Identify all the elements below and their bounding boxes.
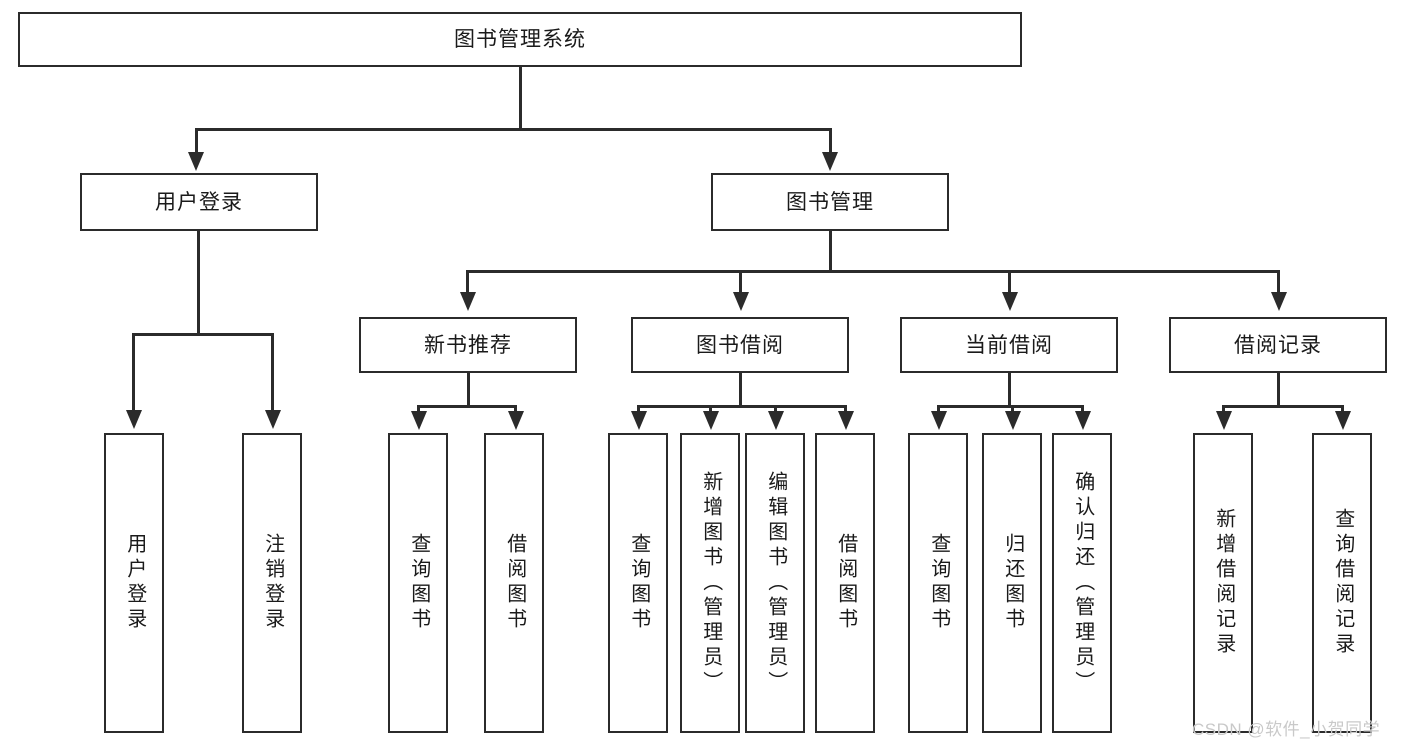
leaf-add-book[interactable]: 新增图书（管理员） — [680, 433, 740, 733]
connector-book-borrow-to-leaf2 — [709, 405, 712, 415]
connector-book-borrow-to-leaf3 — [774, 405, 777, 415]
arrow-book-manage-to-l3-2 — [733, 292, 749, 311]
leaf-add-book-label: 新增图书（管理员） — [699, 470, 722, 696]
leaf-query-record-label: 查询借阅记录 — [1331, 508, 1354, 658]
connector-borrow-record-bus — [1222, 405, 1344, 408]
connector-borrow-record-to-leaf2 — [1341, 405, 1344, 415]
connector-root-bus — [195, 128, 832, 131]
arrow-book-manage-to-l3-3 — [1002, 292, 1018, 311]
leaf-query-book-3[interactable]: 查询图书 — [908, 433, 968, 733]
node-user-login[interactable]: 用户登录 — [80, 173, 318, 231]
arrow-current-borrow-to-leaf2 — [1005, 411, 1021, 430]
arrow-current-borrow-to-leaf1 — [931, 411, 947, 430]
arrow-book-manage-to-l3-1 — [460, 292, 476, 311]
connector-book-borrow-stem — [739, 373, 742, 407]
connector-book-borrow-bus — [637, 405, 845, 408]
arrow-book-manage-to-l3-4 — [1271, 292, 1287, 311]
node-root-label: 图书管理系统 — [454, 28, 586, 51]
connector-book-manage-to-l3-4 — [1277, 270, 1280, 294]
leaf-query-book-1-label: 查询图书 — [407, 533, 430, 633]
connector-user-login-to-leaf2 — [271, 333, 274, 413]
leaf-confirm-return-label: 确认归还（管理员） — [1071, 470, 1094, 696]
connector-borrow-record-stem — [1277, 373, 1280, 407]
connector-user-login-stem — [197, 231, 200, 335]
arrow-root-to-user-login — [188, 152, 204, 171]
node-new-book-recommend-label: 新书推荐 — [424, 333, 512, 357]
connector-current-borrow-to-leaf3 — [1081, 405, 1084, 415]
arrow-borrow-record-to-leaf1 — [1216, 411, 1232, 430]
arrow-new-book-to-leaf1 — [411, 411, 427, 430]
connector-new-book-bus — [417, 405, 517, 408]
node-book-borrow-label: 图书借阅 — [696, 333, 784, 357]
node-current-borrow-label: 当前借阅 — [965, 333, 1053, 357]
connector-book-manage-to-l3-2 — [739, 270, 742, 294]
arrow-book-borrow-to-leaf4 — [838, 411, 854, 430]
arrow-current-borrow-to-leaf3 — [1075, 411, 1091, 430]
connector-book-manage-to-l3-1 — [466, 270, 469, 294]
leaf-user-login-label: 用户登录 — [123, 533, 146, 633]
connector-root-to-user-login — [195, 128, 198, 155]
arrow-root-to-book-manage — [822, 152, 838, 171]
connector-book-borrow-to-leaf1 — [637, 405, 640, 415]
connector-book-manage-stem — [829, 231, 832, 272]
node-user-login-label: 用户登录 — [155, 190, 243, 214]
leaf-add-record[interactable]: 新增借阅记录 — [1193, 433, 1253, 733]
watermark-csdn: CSDN @软件_小贺同学 — [1192, 720, 1381, 739]
connector-user-login-to-leaf1 — [132, 333, 135, 413]
connector-current-borrow-to-leaf1 — [937, 405, 940, 415]
node-root-book-management-system[interactable]: 图书管理系统 — [18, 12, 1022, 67]
leaf-query-book-3-label: 查询图书 — [927, 533, 950, 633]
leaf-borrow-book-2-label: 借阅图书 — [834, 533, 857, 633]
connector-new-book-stem — [467, 373, 470, 407]
connector-borrow-record-to-leaf1 — [1222, 405, 1225, 415]
leaf-return-book[interactable]: 归还图书 — [982, 433, 1042, 733]
node-borrow-record[interactable]: 借阅记录 — [1169, 317, 1387, 373]
leaf-edit-book-label: 编辑图书（管理员） — [764, 470, 787, 696]
node-borrow-record-label: 借阅记录 — [1234, 333, 1322, 357]
leaf-query-book-2[interactable]: 查询图书 — [608, 433, 668, 733]
leaf-borrow-book-1[interactable]: 借阅图书 — [484, 433, 544, 733]
leaf-query-record[interactable]: 查询借阅记录 — [1312, 433, 1372, 733]
node-book-manage[interactable]: 图书管理 — [711, 173, 949, 231]
leaf-query-book-2-label: 查询图书 — [627, 533, 650, 633]
leaf-user-logout[interactable]: 注销登录 — [242, 433, 302, 733]
connector-new-book-to-leaf1 — [417, 405, 420, 415]
connector-user-login-bus — [132, 333, 274, 336]
arrow-book-borrow-to-leaf3 — [768, 411, 784, 430]
arrow-borrow-record-to-leaf2 — [1335, 411, 1351, 430]
connector-root-to-book-manage — [829, 128, 832, 155]
leaf-add-record-label: 新增借阅记录 — [1212, 508, 1235, 658]
leaf-edit-book[interactable]: 编辑图书（管理员） — [745, 433, 805, 733]
connector-current-borrow-to-leaf2 — [1011, 405, 1014, 415]
connector-book-manage-bus — [466, 270, 1278, 273]
leaf-return-book-label: 归还图书 — [1001, 533, 1024, 633]
leaf-confirm-return[interactable]: 确认归还（管理员） — [1052, 433, 1112, 733]
connector-root-stem — [519, 67, 522, 130]
leaf-borrow-book-1-label: 借阅图书 — [503, 533, 526, 633]
arrow-book-borrow-to-leaf1 — [631, 411, 647, 430]
leaf-query-book-1[interactable]: 查询图书 — [388, 433, 448, 733]
node-book-manage-label: 图书管理 — [786, 190, 874, 214]
node-book-borrow[interactable]: 图书借阅 — [631, 317, 849, 373]
connector-current-borrow-bus — [937, 405, 1082, 408]
node-new-book-recommend[interactable]: 新书推荐 — [359, 317, 577, 373]
leaf-borrow-book-2[interactable]: 借阅图书 — [815, 433, 875, 733]
arrow-new-book-to-leaf2 — [508, 411, 524, 430]
arrow-user-login-to-leaf1 — [126, 410, 142, 429]
leaf-user-logout-label: 注销登录 — [261, 533, 284, 633]
connector-book-borrow-to-leaf4 — [844, 405, 847, 415]
connector-current-borrow-stem — [1008, 373, 1011, 407]
connector-new-book-to-leaf2 — [514, 405, 517, 415]
connector-book-manage-to-l3-3 — [1008, 270, 1011, 294]
arrow-user-login-to-leaf2 — [265, 410, 281, 429]
node-current-borrow[interactable]: 当前借阅 — [900, 317, 1118, 373]
leaf-user-login[interactable]: 用户登录 — [104, 433, 164, 733]
arrow-book-borrow-to-leaf2 — [703, 411, 719, 430]
